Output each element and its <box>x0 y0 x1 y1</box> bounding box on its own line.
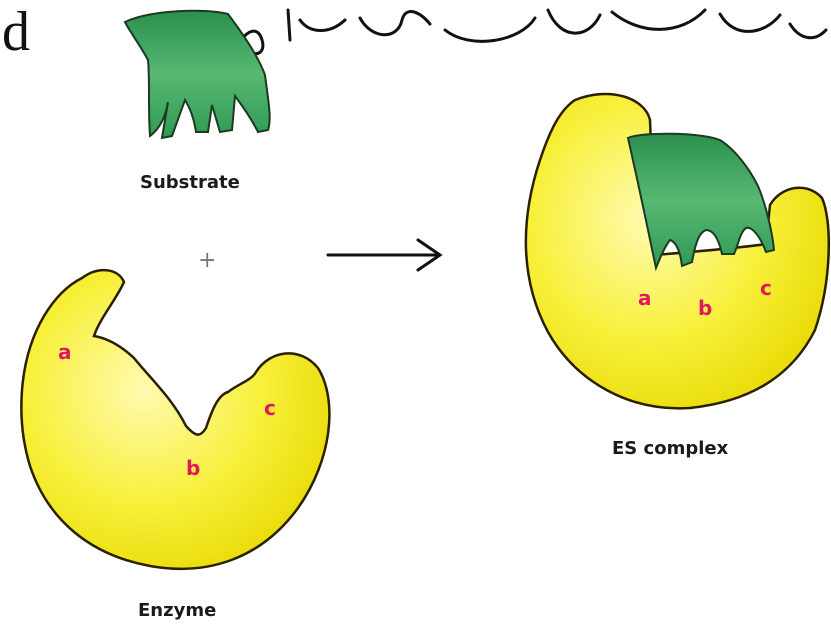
plus-sign: + <box>198 248 216 273</box>
reaction-arrow <box>328 240 440 270</box>
enzyme-site-c-label: c <box>264 396 276 420</box>
handwritten-annotation <box>237 10 826 54</box>
complex-site-c-label: c <box>760 276 772 300</box>
substrate-shape <box>125 11 270 138</box>
complex-site-a-label: a <box>638 286 652 310</box>
substrate-label: Substrate <box>140 172 240 193</box>
enzyme-site-a-label: a <box>58 340 72 364</box>
enzyme-label: Enzyme <box>138 600 216 621</box>
cropped-text-fragment: d <box>2 4 30 60</box>
es-complex-shape <box>526 94 829 408</box>
enzyme-site-b-label: b <box>186 456 200 480</box>
complex-site-b-label: b <box>698 296 712 320</box>
enzyme-shape <box>21 270 329 569</box>
es-complex-label: ES complex <box>612 438 728 459</box>
